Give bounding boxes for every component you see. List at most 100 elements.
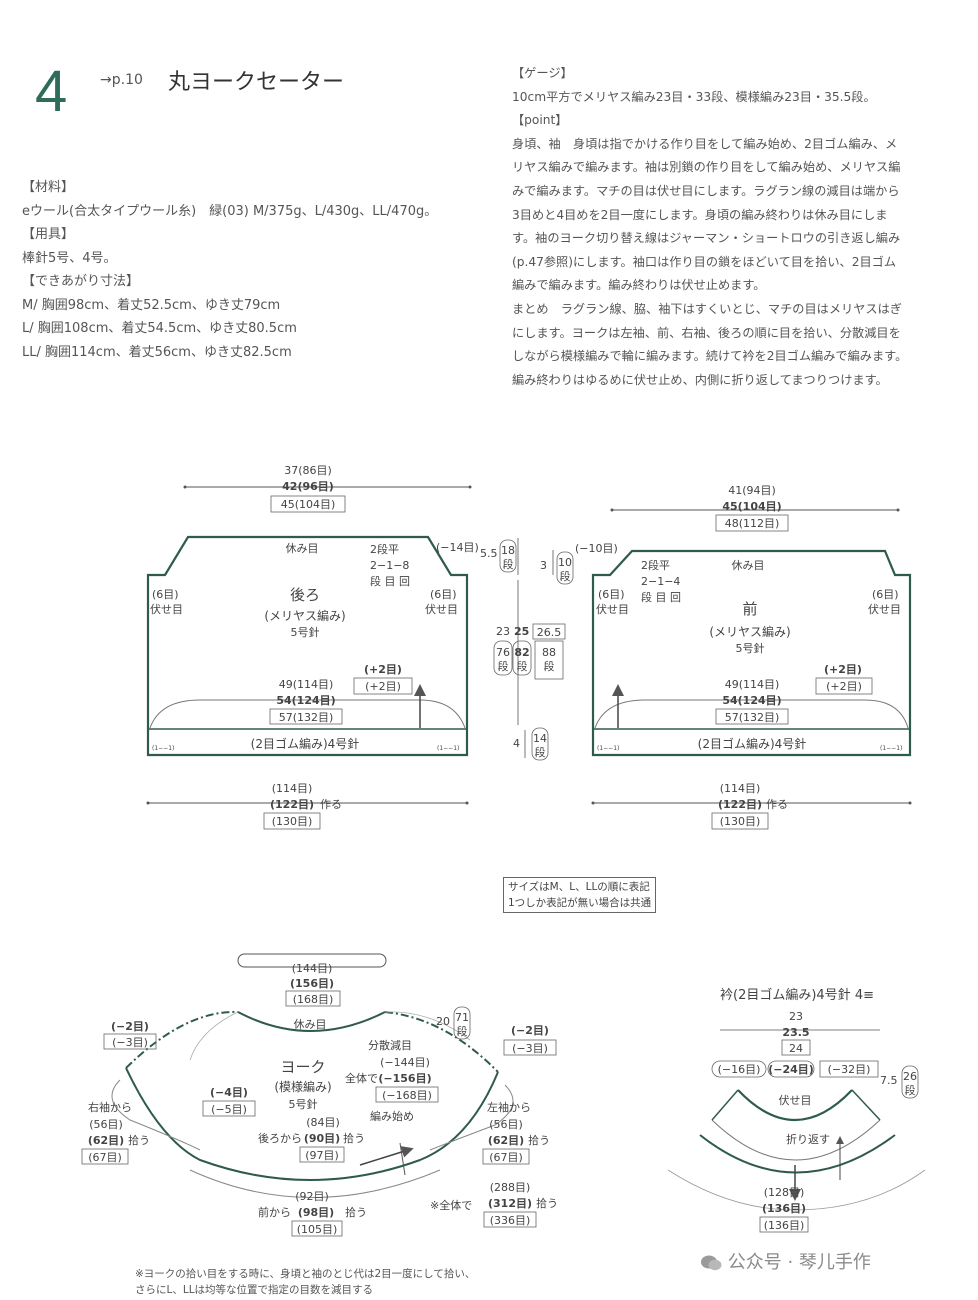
collar-minus32: (−32目) bbox=[828, 1063, 871, 1076]
back-dec-row: 2−1−8 bbox=[370, 559, 409, 572]
yoke-left-ll: (67目) bbox=[489, 1151, 523, 1164]
yoke-dist-ll: (−168目) bbox=[382, 1089, 432, 1102]
point-heading: 【point】 bbox=[512, 113, 568, 128]
yoke-stitch: (模様編み) bbox=[274, 1079, 331, 1094]
collar-base-m: (128目) bbox=[764, 1186, 805, 1199]
collar-diagram: 衿(2目ゴム編み)4号針 4≡ 23 23.5 24 (−16目) (−24目)… bbox=[667, 987, 926, 1233]
instruction-line: 身頃、袖 身頃は指でかける作り目をして編み始め、2目ゴム編み、メ bbox=[512, 136, 898, 151]
collar-width-m: 23 bbox=[789, 1010, 803, 1023]
back-stitch: (メリヤス編み) bbox=[264, 608, 345, 623]
back-top-m: 37(86目) bbox=[284, 464, 332, 477]
yoke-all: 全体で bbox=[345, 1071, 378, 1085]
body-rows-ll: 88 bbox=[542, 646, 556, 659]
collar-height-rows-unit: 段 bbox=[905, 1083, 916, 1097]
instruction-line: 編みで編みます。編み終わりは伏せ止めます。 bbox=[512, 278, 766, 293]
front-plus-ll: (+2目) bbox=[826, 680, 862, 693]
instruction-line: (p.47参照)にします。袖口は作り目の鎖をほどいて目を拾い、2目ゴム bbox=[512, 254, 897, 269]
footnote-line: ※ヨークの拾い目をする時に、身頃と袖のとじ代は2目一度にして拾い、 bbox=[135, 1268, 476, 1280]
collar-base-l: (136目) bbox=[762, 1202, 806, 1215]
collar-bind: 伏せ目 bbox=[779, 1093, 812, 1107]
side-measurements: 5.5 18 段 23 25 26.5 76 段 82 段 88 段 4 14 … bbox=[480, 538, 574, 761]
back-dec-hdr: 段 目 回 bbox=[370, 574, 410, 588]
front-dec-hdr: 段 目 回 bbox=[641, 590, 681, 604]
pattern-number: 4 bbox=[35, 59, 68, 124]
materials-heading: 【材料】 bbox=[22, 180, 75, 195]
back-name: 後ろ bbox=[290, 586, 320, 604]
instruction-line: みで編みます。マチの目は伏せ目にします。ラグラン線の減目は端から bbox=[512, 183, 900, 198]
back-top-l: 42(96目) bbox=[282, 480, 334, 493]
front-rib: (2目ゴム編み)4号針 bbox=[698, 736, 807, 751]
neck-rows-unit: 段 bbox=[560, 569, 571, 583]
yoke-rest: 休み目 bbox=[294, 1018, 327, 1031]
body-cm-ll: 26.5 bbox=[537, 626, 562, 639]
neck-rows: 10 bbox=[558, 556, 572, 569]
materials-block: 【材料】 eウール(合太タイプウール糸) 緑(03) M/375g、L/430g… bbox=[22, 176, 437, 364]
front-corner-right: (1−−1) bbox=[880, 745, 902, 752]
instruction-line: 3目めと4目めを2目一度にします。身頃の編み終わりは休み目にしま bbox=[512, 207, 888, 222]
back-plus-l: (+2目) bbox=[364, 663, 402, 676]
yoke-left-verb: 拾う bbox=[528, 1133, 550, 1147]
instruction-line: 編み終わりはゆるめに伏せ止め、内側に折り返してまつりつけます。 bbox=[512, 372, 888, 387]
front-diagram: 41(94目) 45(104目) 48(112目) (−10目) 2段平 2−1… bbox=[575, 484, 912, 830]
front-cast-ll: (130目) bbox=[720, 815, 761, 828]
yoke-name: ヨーク bbox=[280, 1058, 325, 1076]
yoke-back-ll: (97目) bbox=[305, 1149, 339, 1162]
back-dec-title: 2段平 bbox=[370, 542, 399, 556]
yoke-right-l: (62目) bbox=[88, 1134, 124, 1147]
yoke-total-verb: 拾う bbox=[536, 1196, 558, 1210]
back-rest: 休み目 bbox=[286, 542, 319, 555]
back-bind-left: (6目) bbox=[152, 588, 179, 601]
yoke-left-from: 左袖から bbox=[487, 1100, 531, 1114]
front-plus-l: (+2目) bbox=[824, 663, 862, 676]
back-rib: (2目ゴム編み)4号針 bbox=[251, 736, 360, 751]
front-name: 前 bbox=[742, 600, 757, 618]
yoke-front-verb: 拾う bbox=[345, 1205, 367, 1219]
instruction-line: リヤス編みで編みます。袖は別鎖の作り目をして編み始め、メリヤス編 bbox=[512, 160, 901, 175]
back-width-l: 54(124目) bbox=[276, 694, 335, 707]
yoke-front-m: (92目) bbox=[295, 1190, 329, 1203]
body-rows-m-unit: 段 bbox=[498, 659, 509, 673]
back-bind-right: (6目) bbox=[430, 588, 457, 601]
footnote: ※ヨークの拾い目をする時に、身頃と袖のとじ代は2目一度にして拾い、 さらにL、L… bbox=[135, 1266, 475, 1298]
instruction-line: す。袖のヨーク切り替え線はジャーマン・ショートロウの引き返し編み bbox=[512, 231, 901, 246]
front-stitch: (メリヤス編み) bbox=[709, 624, 790, 639]
back-cast-l: (122目) bbox=[270, 798, 314, 811]
front-cast-m: (114目) bbox=[720, 782, 761, 795]
rib-rows: 14 bbox=[533, 732, 547, 745]
front-top-ll: 48(112目) bbox=[725, 517, 780, 530]
yoke-front-ll: (105目) bbox=[297, 1223, 338, 1236]
body-rows-l-unit: 段 bbox=[517, 659, 528, 673]
instructions-block: 【ゲージ】 10cm平方でメリヤス編み23目・33段、模様編み23目・35.5段… bbox=[512, 62, 974, 392]
yoke-minus3-left: (−3目) bbox=[112, 1036, 148, 1049]
instruction-line: にします。ヨークは左袖、前、右袖、後ろの順に目を拾い、分散減目を bbox=[512, 325, 901, 340]
front-corner-left: (1−−1) bbox=[597, 745, 619, 752]
yoke-total-m: (288目) bbox=[490, 1181, 531, 1194]
armhole-cm: 5.5 bbox=[480, 547, 498, 560]
front-width-l: 54(124目) bbox=[722, 694, 781, 707]
yoke-top-m: (144目) bbox=[292, 962, 333, 975]
back-cast-verb: 作る bbox=[320, 798, 342, 811]
collar-width-l: 23.5 bbox=[782, 1026, 809, 1039]
size-note: サイズはM、L、LLの順に表記 1つしか表記が無い場合は共通 bbox=[503, 877, 657, 913]
yoke-right-from: 右袖から bbox=[88, 1100, 132, 1114]
front-bind-right: (6目) bbox=[872, 588, 899, 601]
size-l: L/ 胸囲108cm、着丈54.5cm、ゆき丈80.5cm bbox=[22, 321, 297, 336]
back-plus-ll: (+2目) bbox=[365, 680, 401, 693]
armhole-rows-unit: 段 bbox=[503, 557, 514, 571]
yoke-minus2-left: (−2目) bbox=[111, 1020, 149, 1033]
yoke-front-l: (98目) bbox=[298, 1206, 334, 1219]
yoke-rows: 71 bbox=[455, 1011, 469, 1024]
yoke-top-ll: (168目) bbox=[293, 993, 334, 1006]
yoke-back-l: (90目) bbox=[304, 1132, 340, 1145]
body-cm-l: 25 bbox=[514, 625, 529, 638]
size-heading: 【できあがり寸法】 bbox=[22, 274, 140, 289]
front-top-l: 45(104目) bbox=[722, 500, 781, 513]
yoke-back-from: 後ろから bbox=[258, 1131, 302, 1145]
back-width-ll: 57(132目) bbox=[279, 711, 334, 724]
yoke-top-l: (156目) bbox=[290, 977, 334, 990]
yoke-total-ll: (336目) bbox=[490, 1214, 531, 1227]
yoke-total-all: ※全体で bbox=[430, 1198, 472, 1212]
wechat-icon bbox=[700, 1254, 722, 1272]
front-bind-left-2: 伏せ目 bbox=[596, 602, 629, 616]
size-m: M/ 胸囲98cm、着丈52.5cm、ゆき丈79cm bbox=[22, 297, 281, 313]
